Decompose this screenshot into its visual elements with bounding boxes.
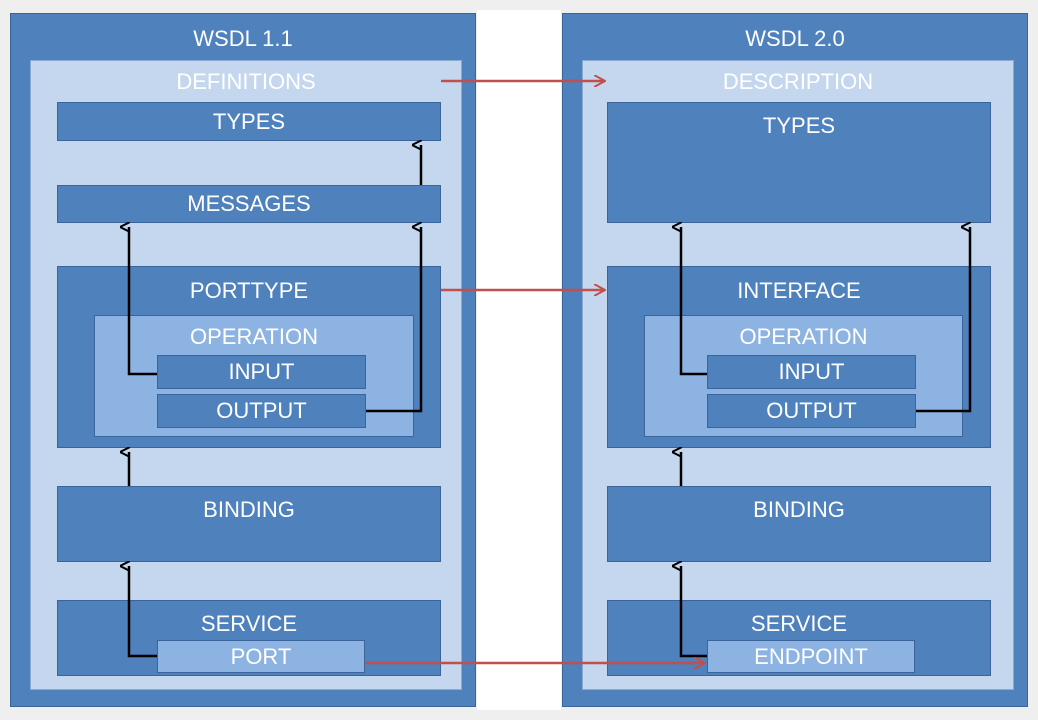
wsdl11-porttype-label: PORTTYPE — [189, 278, 309, 303]
wsdl11-operation-label: OPERATION — [190, 324, 318, 349]
wsdl20-interface-label: INTERFACE — [737, 278, 861, 303]
wsdl11-service-label: SERVICE — [200, 611, 298, 636]
wsdl11-input: INPUT — [157, 355, 366, 389]
wsdl11-port: PORT — [157, 640, 365, 673]
description-label: DESCRIPTION — [722, 69, 874, 94]
wsdl20-types: TYPES — [607, 102, 991, 223]
wsdl11-title: WSDL 1.1 — [193, 26, 293, 51]
wsdl11-binding: BINDING — [57, 486, 441, 562]
wsdl20-binding-label: BINDING — [753, 497, 845, 522]
wsdl11-output: OUTPUT — [157, 394, 366, 428]
wsdl11-binding-label: BINDING — [203, 497, 295, 522]
wsdl20-binding: BINDING — [607, 486, 991, 562]
wsdl11-input-label: INPUT — [228, 359, 295, 384]
wsdl11-messages-label: MESSAGES — [187, 191, 311, 216]
wsdl20-output-label: OUTPUT — [766, 398, 857, 423]
wsdl11-types-label: TYPES — [212, 108, 286, 134]
definitions-label: DEFINITIONS — [176, 69, 316, 94]
wsdl20-operation-label: OPERATION — [739, 324, 868, 349]
wsdl11-types: TYPES — [57, 102, 441, 141]
separator-gap — [477, 10, 561, 710]
wsdl20-endpoint: ENDPOINT — [707, 640, 915, 673]
wsdl20-input: INPUT — [707, 355, 916, 389]
wsdl20-types-label: TYPES — [762, 113, 836, 138]
wsdl20-input-label: INPUT — [778, 359, 845, 384]
wsdl11-output-label: OUTPUT — [216, 398, 307, 423]
wsdl20-service-label: SERVICE — [750, 611, 848, 636]
wsdl20-title: WSDL 2.0 — [745, 26, 845, 51]
wsdl11-messages: MESSAGES — [57, 185, 441, 223]
wsdl20-output: OUTPUT — [707, 394, 916, 428]
wsdl20-endpoint-label: ENDPOINT — [754, 643, 868, 669]
wsdl11-port-label: PORT — [230, 643, 292, 669]
